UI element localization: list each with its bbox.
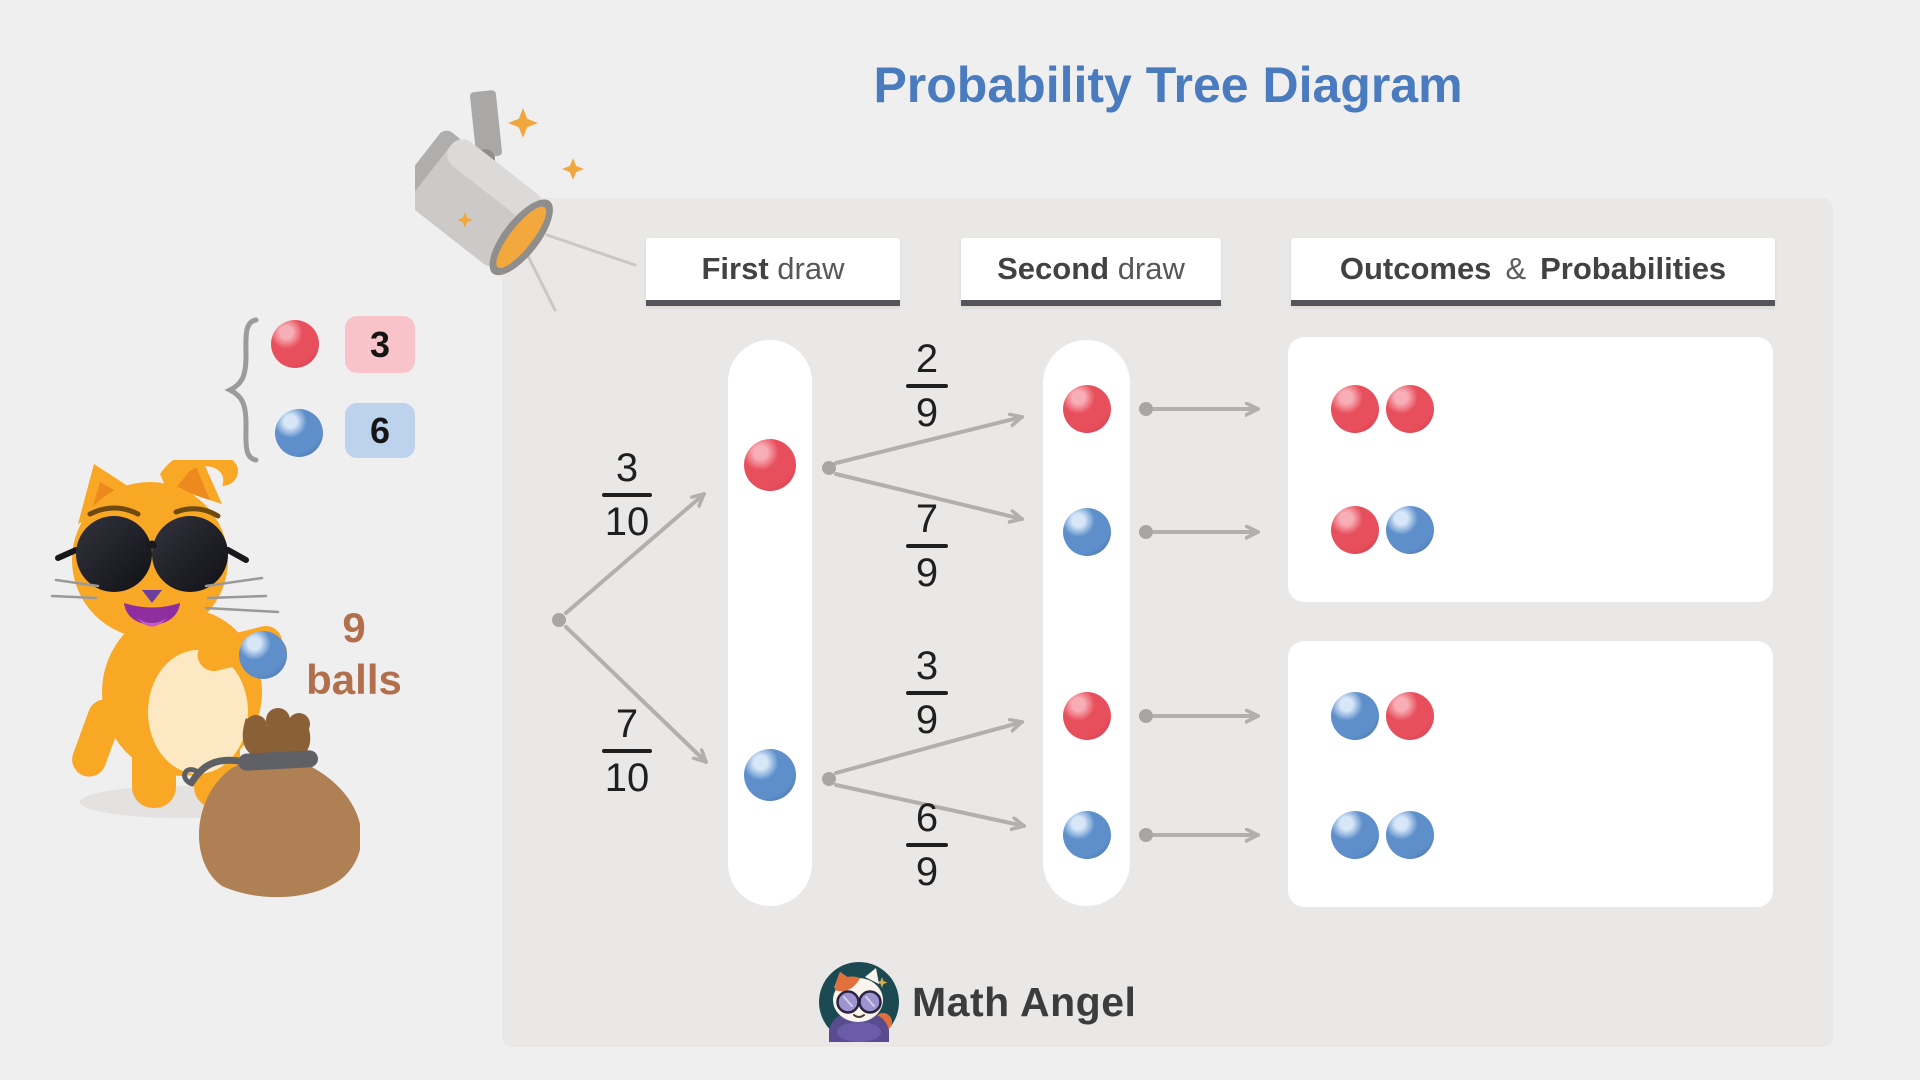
first-draw-column bbox=[728, 340, 812, 906]
outcome-blue-ball bbox=[1331, 692, 1379, 740]
first-draw-red-ball bbox=[744, 439, 796, 491]
branch-node-dot bbox=[822, 772, 836, 786]
red-count-badge: 3 bbox=[345, 316, 415, 373]
outcome-red-ball bbox=[1386, 385, 1434, 433]
header-first-draw: First draw bbox=[646, 238, 900, 306]
outcome-blue-ball bbox=[1331, 811, 1379, 859]
spotlight-icon bbox=[415, 90, 637, 312]
sunglasses-lens bbox=[76, 516, 152, 592]
math-angel-logo-icon bbox=[819, 962, 899, 1042]
second-draw-blue-ball bbox=[1063, 811, 1111, 859]
total-balls-label: 9 balls bbox=[306, 604, 402, 703]
outcome-link-dot bbox=[1139, 828, 1153, 842]
branch-node-dot bbox=[822, 461, 836, 475]
outcome-link-dot bbox=[1139, 402, 1153, 416]
sunglasses-lens bbox=[152, 516, 228, 592]
outcome-red-ball bbox=[1331, 385, 1379, 433]
second-draw-blue-ball bbox=[1063, 508, 1111, 556]
page-title: Probability Tree Diagram bbox=[873, 57, 1463, 113]
legend-red-ball bbox=[271, 320, 319, 368]
money-bag-top bbox=[242, 708, 311, 756]
outcome-link-dot bbox=[1139, 709, 1153, 723]
outcomes-box-after-red bbox=[1288, 337, 1773, 602]
header-bold-text: Probabilities bbox=[1540, 251, 1727, 286]
header-bold-text: First bbox=[701, 251, 769, 286]
outcome-blue-ball bbox=[1386, 811, 1434, 859]
outcomes-box-after-blue bbox=[1288, 641, 1773, 907]
header-bold-text: Outcomes bbox=[1339, 251, 1492, 286]
outcome-blue-ball bbox=[1386, 506, 1434, 554]
outcome-red-ball bbox=[1331, 506, 1379, 554]
curly-brace bbox=[224, 317, 259, 463]
sparkle-icon bbox=[876, 977, 888, 988]
first-draw-blue-ball bbox=[744, 749, 796, 801]
second-draw-red-ball bbox=[1063, 692, 1111, 740]
header-bold-text: Second bbox=[997, 251, 1110, 286]
legend-blue-ball bbox=[275, 409, 323, 457]
sparkle-icon bbox=[562, 158, 584, 180]
mascot-held-blue-ball bbox=[239, 631, 287, 679]
outcome-red-ball bbox=[1386, 692, 1434, 740]
header-second-draw: Second draw bbox=[961, 238, 1221, 306]
sparkle-icon bbox=[508, 108, 538, 138]
header-outcomes-probabilities: Outcomes&Probabilities bbox=[1291, 238, 1775, 306]
sparkle-icon bbox=[457, 212, 473, 228]
brand-name: Math Angel bbox=[912, 979, 1137, 1025]
money-bag bbox=[199, 758, 360, 898]
second-draw-red-ball bbox=[1063, 385, 1111, 433]
blue-count-badge: 6 bbox=[345, 403, 415, 458]
outcome-link-dot bbox=[1139, 525, 1153, 539]
root-node-dot bbox=[552, 613, 566, 627]
